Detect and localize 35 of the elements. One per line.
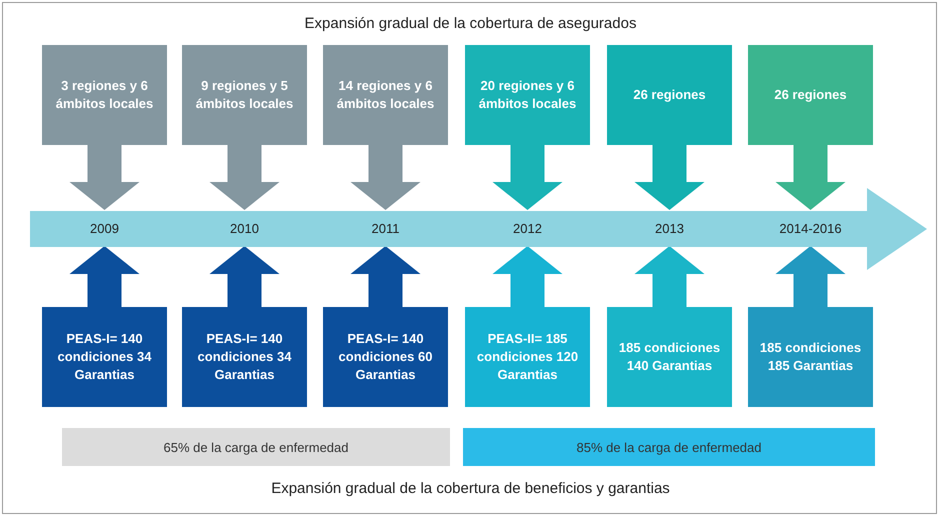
year-label: 2014-2016	[766, 217, 856, 239]
coverage-band: 85% de la carga de enfermedad	[463, 428, 875, 466]
block-arrow	[776, 246, 846, 307]
coverage-box: 9 regiones y 5 ámbitos locales	[182, 45, 307, 145]
benefit-box: PEAS-I= 140 condiciones 60 Garantias	[323, 307, 448, 407]
block-arrow	[70, 246, 140, 307]
year-label: 2013	[624, 217, 714, 239]
block-arrow	[350, 246, 420, 307]
coverage-band: 65% de la carga de enfermedad	[62, 428, 450, 466]
year-label: 2010	[200, 217, 290, 239]
year-label: 2011	[340, 217, 430, 239]
timeline-arrow	[30, 188, 927, 270]
coverage-box: 26 regiones	[748, 45, 873, 145]
block-arrow	[492, 246, 562, 307]
coverage-box: 20 regiones y 6 ámbitos locales	[465, 45, 590, 145]
block-arrow	[70, 145, 140, 210]
benefit-box: PEAS-I= 140 condiciones 34 Garantias	[42, 307, 167, 407]
block-arrow	[776, 145, 846, 210]
benefit-box: PEAS-II= 185 condiciones 120 Garantias	[465, 307, 590, 407]
title: Expansión gradual de la cobertura de asegurados	[304, 15, 636, 32]
block-arrow	[634, 246, 704, 307]
coverage-box: 14 regiones y 6 ámbitos locales	[323, 45, 448, 145]
caption: Expansión gradual de la cobertura de beneficios y garantias	[271, 480, 670, 497]
coverage-box: 3 regiones y 6 ámbitos locales	[42, 45, 167, 145]
block-arrow	[634, 145, 704, 210]
block-arrow	[350, 145, 420, 210]
year-label: 2009	[60, 217, 150, 239]
year-label: 2012	[482, 217, 572, 239]
benefit-box: PEAS-I= 140 condiciones 34 Garantias	[182, 307, 307, 407]
benefit-box: 185 condiciones 140 Garantias	[607, 307, 732, 407]
coverage-box: 26 regiones	[607, 45, 732, 145]
block-arrow	[210, 145, 280, 210]
block-arrow	[210, 246, 280, 307]
block-arrow	[492, 145, 562, 210]
benefit-box: 185 condiciones 185 Garantias	[748, 307, 873, 407]
